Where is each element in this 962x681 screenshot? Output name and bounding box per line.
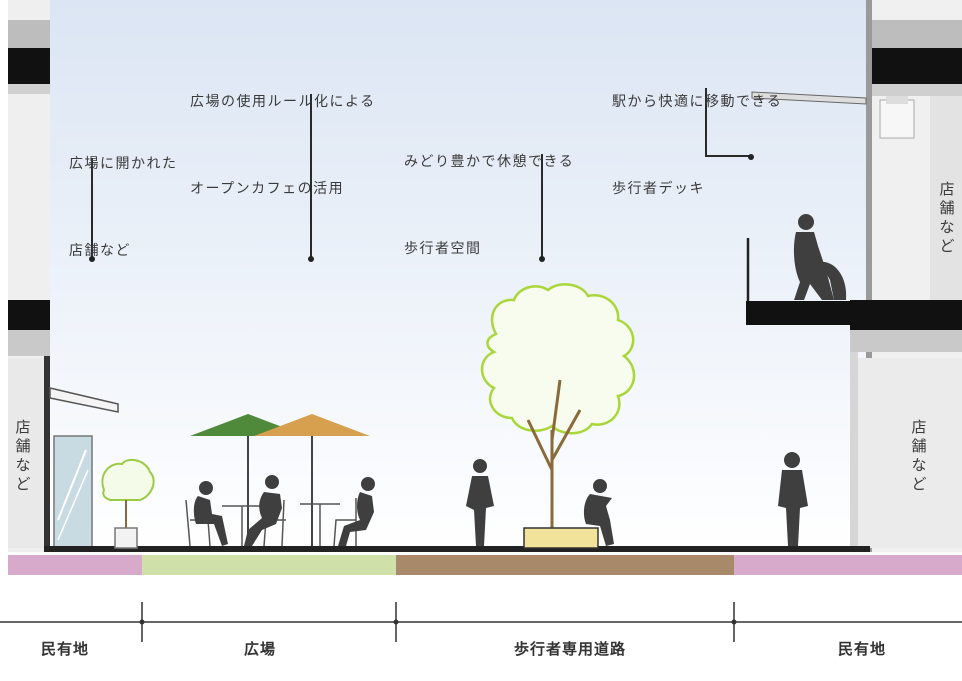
annotation-open-cafe: 広場の使用ルール化による オープンカフェの活用 (190, 30, 376, 233)
annotation-line: 広場の使用ルール化による (190, 94, 376, 110)
zone-label-plaza: 広場 (243, 640, 276, 658)
annotation-line: 駅から快適に移動できる (612, 94, 783, 110)
seated-person (583, 479, 614, 546)
potted-shrub (101, 458, 155, 549)
ground-slab (44, 546, 870, 552)
strip-private-left (8, 555, 142, 575)
strip-plaza (142, 555, 396, 575)
right-building (850, 0, 962, 552)
glass-door (53, 435, 93, 549)
tree (480, 283, 636, 435)
side-label-left-lower: 店舗など (15, 418, 31, 493)
annotation-line: 店舗など (69, 243, 131, 259)
annotation-line: 広場に開かれた (69, 156, 178, 172)
side-label-right-upper: 店舗など (939, 180, 955, 255)
leader-lines (91, 88, 750, 258)
standing-person (778, 452, 808, 546)
annotation-line: 歩行者デッキ (612, 181, 705, 197)
leader-dot (308, 256, 314, 262)
pedestrian-deck (746, 301, 870, 325)
strip-private-right (734, 555, 962, 575)
annotation-green-rest: みどり豊かで休憩できる 歩行者空間 (404, 90, 574, 293)
annotation-line: オープンカフェの活用 (190, 181, 345, 197)
zone-label-private-left: 民有地 (40, 640, 89, 658)
tree-trunk (526, 379, 582, 528)
left-building (0, 0, 119, 552)
annotation-line: 歩行者空間 (404, 241, 482, 257)
sky-background (50, 0, 870, 552)
umbrella-orange (254, 414, 370, 546)
leader-dot (748, 154, 754, 160)
deck-person (793, 214, 847, 300)
strip-road (396, 555, 734, 575)
tree-planter (523, 527, 599, 549)
annotation-deck: 駅から快適に移動できる 歩行者デッキ (612, 30, 782, 233)
zone-label-pedestrian-road: 歩行者専用道路 (513, 640, 626, 658)
leader-dot (89, 256, 95, 262)
annotation-shops-open: 広場に開かれた 店舗など (69, 92, 178, 295)
zone-label-private-right: 民有地 (837, 640, 886, 658)
leader-dot (539, 256, 545, 262)
side-label-right-lower: 店舗など (911, 418, 927, 493)
walking-person (466, 459, 494, 546)
annotation-line: みどり豊かで休憩できる (404, 154, 575, 170)
cafe-people (193, 475, 375, 546)
deck-canopy (751, 91, 867, 105)
